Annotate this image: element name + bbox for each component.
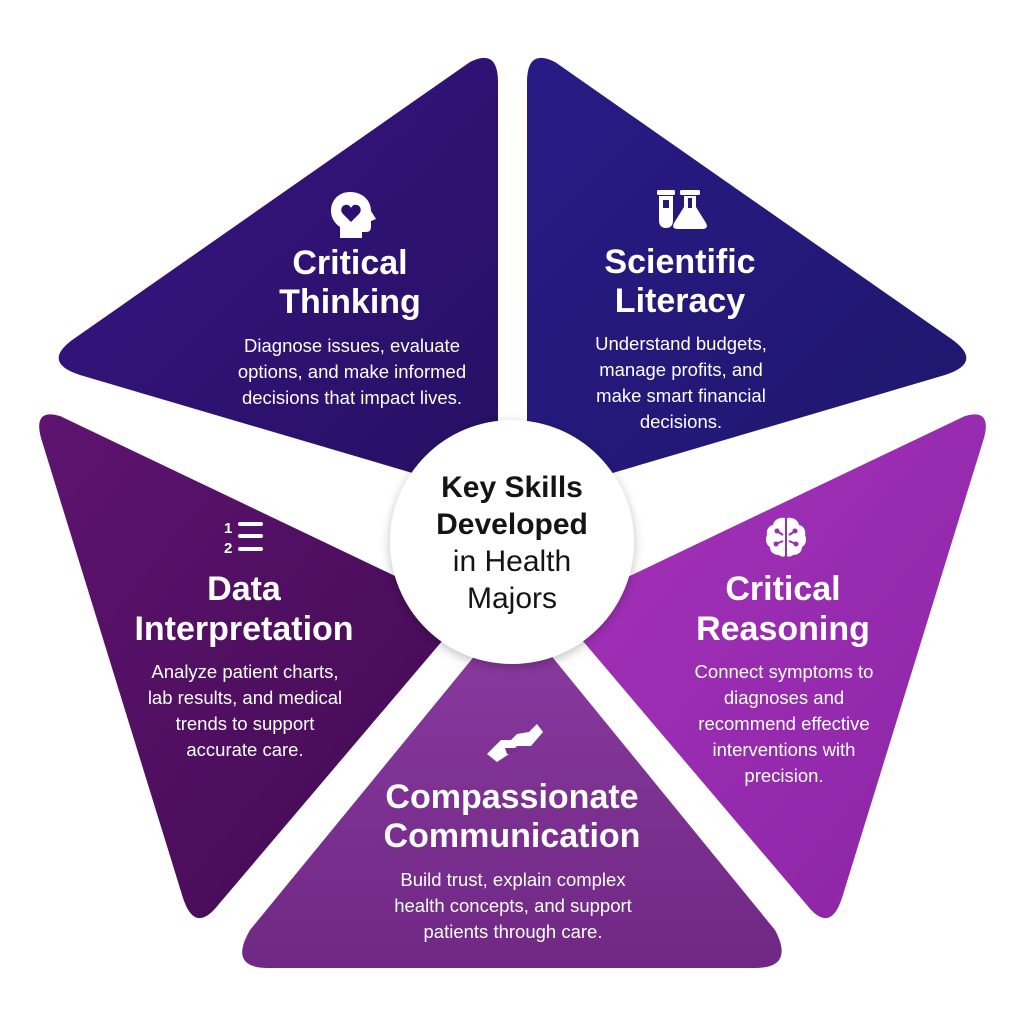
test-tube-flask-icon <box>657 190 707 229</box>
segment-critical-thinking-shape <box>58 57 499 493</box>
svg-text:2: 2 <box>224 540 232 557</box>
brain-circuit-icon <box>766 517 806 557</box>
head-heart-icon <box>331 192 376 238</box>
center-title-line-4: Majors <box>467 582 557 615</box>
center-title-line-2: Developed <box>436 508 588 541</box>
segment-critical-thinking-desc-3: decisions that impact lives. <box>242 387 462 408</box>
segment-compassionate-communication-desc-3: patients through care. <box>424 921 603 942</box>
segment-critical-reasoning-title-2: Reasoning <box>696 610 870 648</box>
segment-data-interpretation-title-1: Data <box>207 570 282 608</box>
segment-data-interpretation-desc-3: trends to support <box>176 713 315 734</box>
center-title-line-3: in Health <box>453 545 571 578</box>
segment-critical-thinking: Critical Thinking Diagnose issues, evalu… <box>58 57 499 493</box>
segment-compassionate-communication-title-1: Compassionate <box>385 778 638 816</box>
segment-critical-reasoning-shape <box>572 414 986 919</box>
segment-data-interpretation: 1 2 Data Interpretation Analyze patient … <box>39 414 453 919</box>
segment-critical-thinking-desc-2: options, and make informed <box>238 361 466 382</box>
segment-compassionate-communication-shape <box>242 627 782 968</box>
center-hub: Key Skills Developed in Health Majors <box>390 420 634 664</box>
segment-critical-reasoning: Critical Reasoning Connect symptoms to d… <box>572 414 986 919</box>
segment-scientific-literacy-desc-3: make smart financial <box>596 385 766 406</box>
segment-critical-reasoning-desc-3: recommend effective <box>698 713 869 734</box>
numbered-list-icon: 1 2 <box>224 520 263 557</box>
segment-critical-reasoning-desc-2: diagnoses and <box>724 687 844 708</box>
segment-data-interpretation-shape <box>39 414 453 919</box>
segment-critical-thinking-desc-1: Diagnose issues, evaluate <box>244 335 460 356</box>
center-circle <box>390 420 634 664</box>
segment-scientific-literacy-title-2: Literacy <box>615 282 745 320</box>
segment-scientific-literacy-desc-4: decisions. <box>640 411 722 432</box>
segment-scientific-literacy-desc-2: manage profits, and <box>599 359 763 380</box>
svg-text:1: 1 <box>224 520 232 537</box>
segment-critical-reasoning-desc-5: precision. <box>744 765 823 786</box>
center-title-line-1: Key Skills <box>441 471 583 504</box>
segment-data-interpretation-desc-2: lab results, and medical <box>148 687 342 708</box>
segment-scientific-literacy-shape <box>527 57 967 493</box>
segment-data-interpretation-desc-4: accurate care. <box>186 739 303 760</box>
segment-data-interpretation-desc-1: Analyze patient charts, <box>151 661 338 682</box>
segment-critical-reasoning-desc-1: Connect symptoms to <box>695 661 874 682</box>
segment-scientific-literacy-desc-1: Understand budgets, <box>595 333 767 354</box>
segment-compassionate-communication-title-2: Communication <box>384 817 641 855</box>
segment-data-interpretation-title-2: Interpretation <box>134 610 353 648</box>
handshake-icon <box>487 724 543 762</box>
segment-critical-reasoning-desc-4: interventions with <box>713 739 856 760</box>
segment-compassionate-communication-desc-2: health concepts, and support <box>394 895 632 916</box>
segment-scientific-literacy: Scientific Literacy Understand budgets, … <box>527 57 967 493</box>
segment-compassionate-communication: Compassionate Communication Build trust,… <box>242 627 782 968</box>
segment-compassionate-communication-desc-1: Build trust, explain complex <box>400 869 626 890</box>
segment-scientific-literacy-title-1: Scientific <box>604 243 755 281</box>
segment-critical-reasoning-title-1: Critical <box>725 570 840 608</box>
segment-critical-thinking-title-1: Critical <box>292 244 407 282</box>
segment-critical-thinking-title-2: Thinking <box>279 283 421 321</box>
